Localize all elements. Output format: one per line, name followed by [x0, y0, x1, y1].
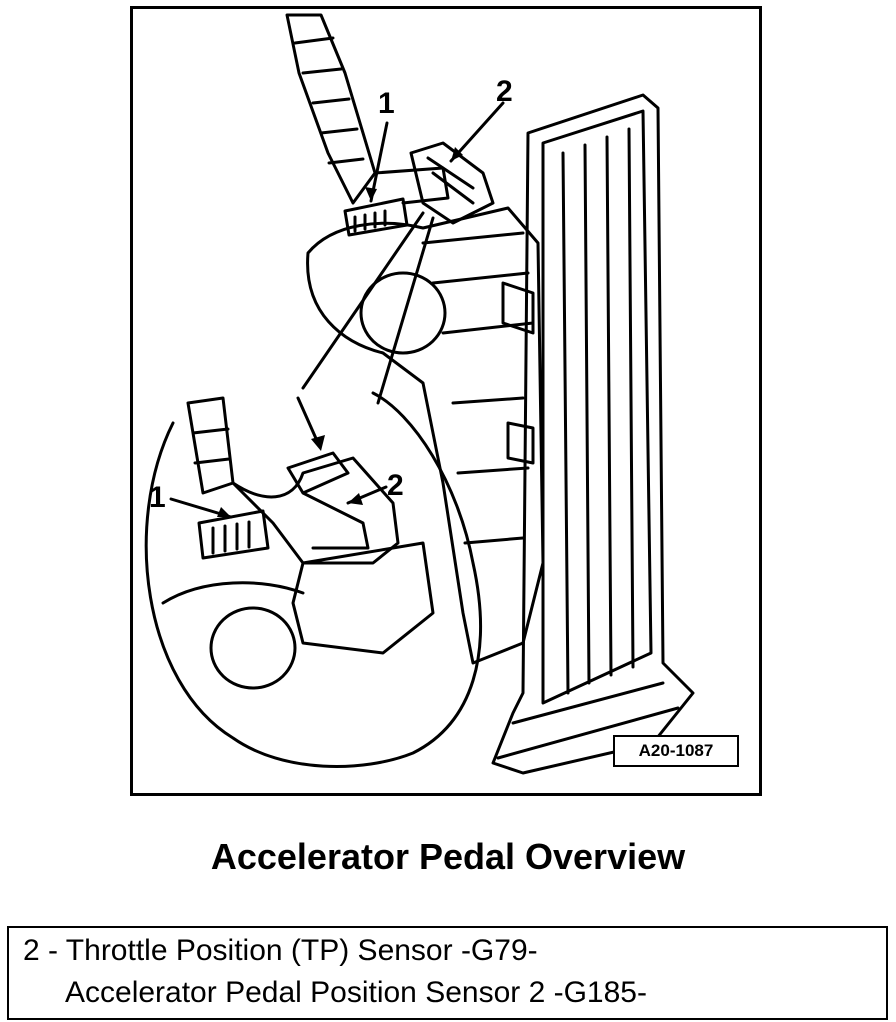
callout-leaders	[169, 101, 505, 519]
connector-2-top	[409, 141, 495, 225]
legend-line-1: 2 - Throttle Position (TP) Sensor -G79-	[23, 934, 538, 967]
pedal-plate	[491, 93, 695, 775]
callout-1-detail: 1	[149, 481, 166, 514]
figure-reference-code: A20-1087	[613, 735, 739, 767]
legend-box: 2 - Throttle Position (TP) Sensor -G79- …	[7, 926, 888, 1020]
detail-view	[144, 391, 482, 769]
pedal-illustration: 1 2 1 2	[130, 6, 762, 796]
callout-1-top: 1	[378, 87, 395, 120]
arrow-heads	[217, 147, 463, 517]
page-title: Accelerator Pedal Overview	[210, 836, 686, 877]
pedal-bracket	[306, 206, 545, 665]
legend-line-2: Accelerator Pedal Position Sensor 2 -G18…	[65, 976, 647, 1009]
callout-2-detail: 2	[387, 469, 404, 502]
wiring-harness	[285, 13, 377, 205]
callout-2-top: 2	[496, 75, 513, 108]
pedal-line-drawing	[144, 13, 695, 775]
detail-magnification-lines	[301, 211, 435, 405]
